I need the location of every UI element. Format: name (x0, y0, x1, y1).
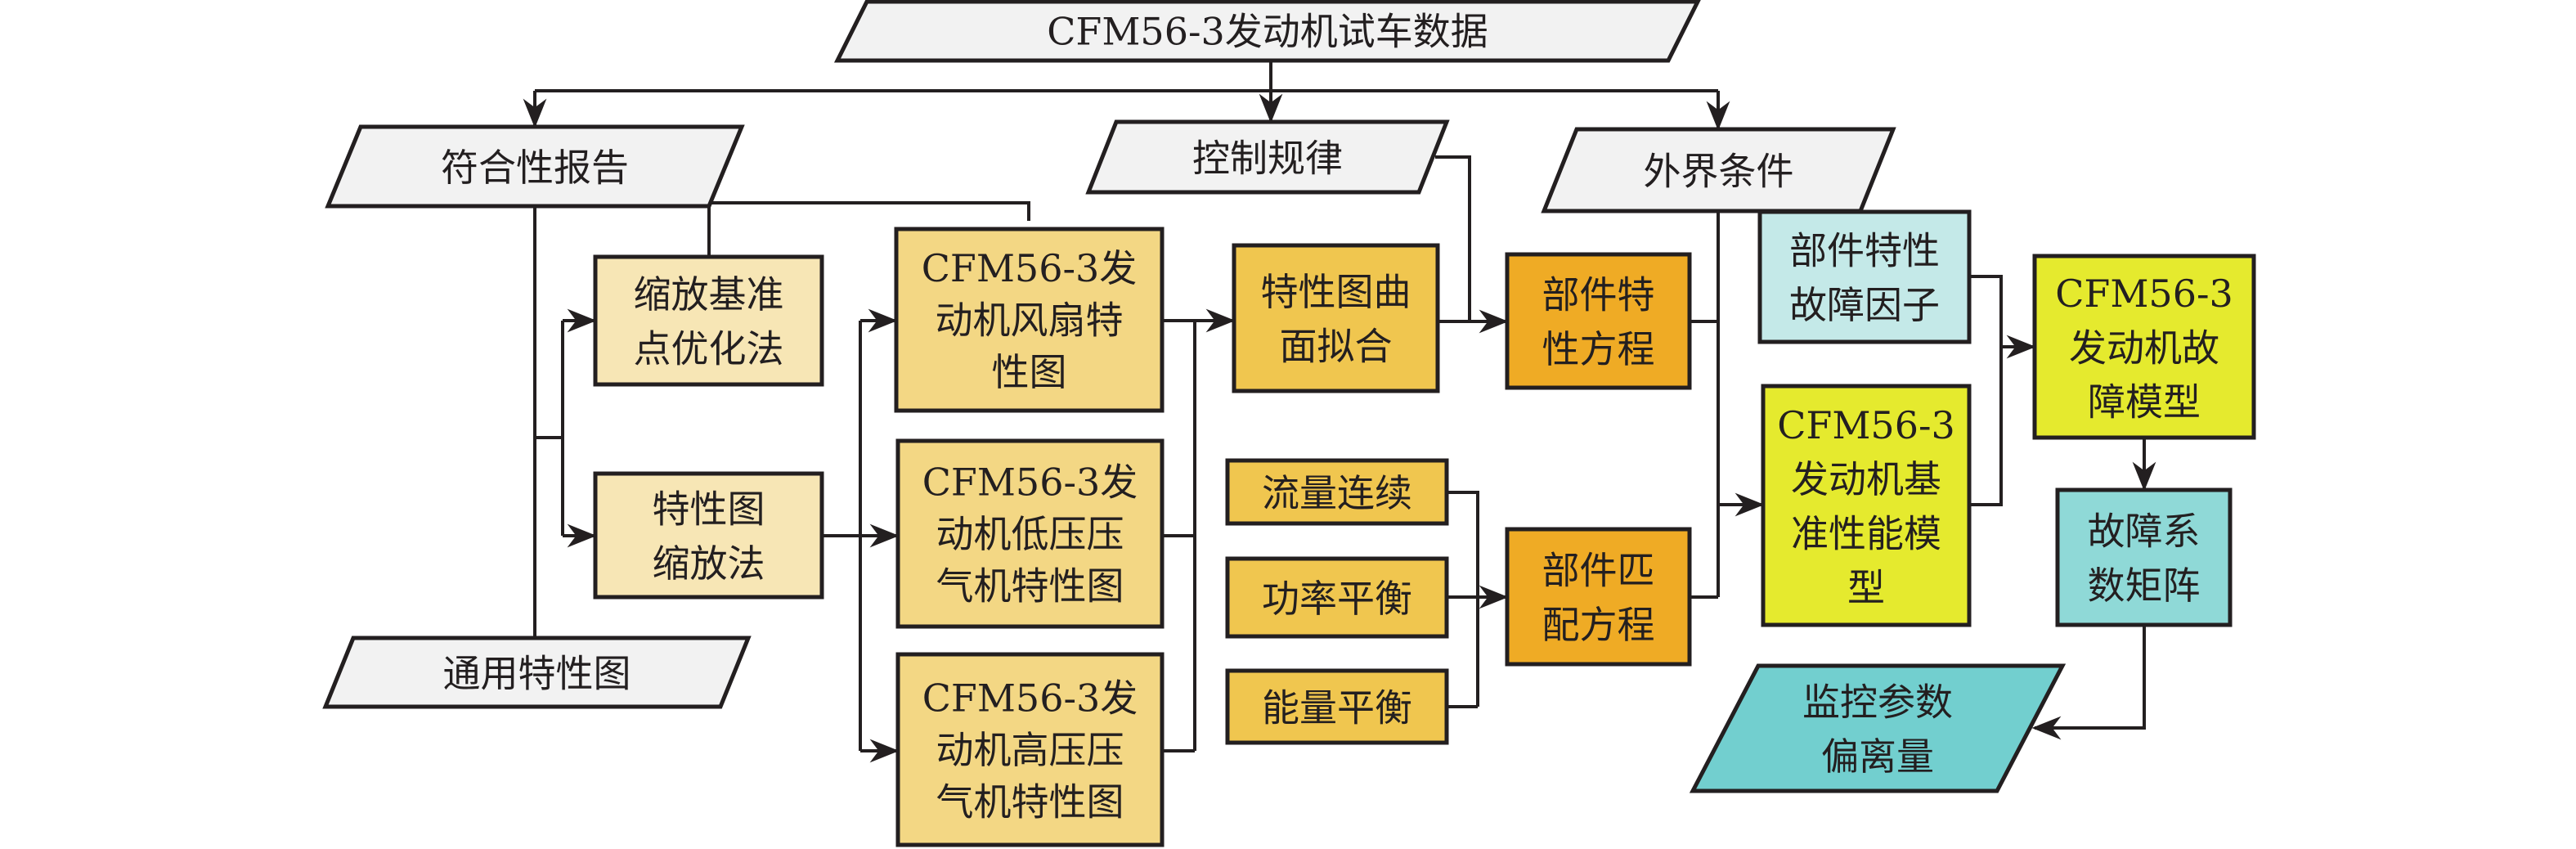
scaling-reference-opt-label-line: 缩放基准 (634, 272, 784, 317)
generic-map-label-line: 通用特性图 (443, 651, 631, 695)
lpc-map-label-line: 动机低压压 (936, 512, 1124, 556)
map-scaling-label-line: 特性图 (653, 487, 765, 532)
surface-fitting-label-line: 面拟合 (1280, 324, 1393, 368)
hpc-map-label-line: CFM56-3发 (922, 676, 1138, 721)
component-char-eq-label-line: 性方程 (1542, 327, 1655, 371)
connector-balances (1447, 491, 1479, 708)
external-conditions-label-line: 外界条件 (1644, 149, 1794, 193)
lpc-map-label-line: CFM56-3发 (922, 460, 1138, 505)
fault-model-shape (2032, 254, 2256, 440)
flow-continuity-shape (1225, 458, 1449, 526)
connector-equations-to-bus (1690, 211, 1720, 599)
fault-factor-label-line: 故障因子 (1789, 283, 1940, 327)
lpc-map-shape (895, 438, 1165, 629)
scaling-reference-opt-label-line: 点优化法 (634, 326, 784, 371)
control-law-shape (1085, 119, 1450, 195)
node-test-data: CFM56-3发动机试车数据 (833, 0, 1701, 63)
param-deviation-shape (1689, 663, 2067, 793)
connector-left-bus (535, 321, 564, 536)
flow-continuity-label-line: 流量连续 (1262, 471, 1412, 515)
map-scaling-label-line: 缩放法 (653, 541, 765, 586)
baseline-model-label-line: 准性能模 (1791, 511, 1941, 555)
baseline-model-label-line: 发动机基 (1791, 457, 1941, 501)
connector-control-law (1435, 155, 1471, 321)
scaling-reference-opt-shape (593, 254, 824, 387)
connector-maps-out (1162, 319, 1196, 752)
fault-model-label-line: 发动机故 (2069, 326, 2219, 370)
param-deviation-label-line: 监控参数 (1802, 681, 1953, 725)
node-conformity-report: 符合性报告 (325, 124, 745, 209)
fault-factor-shape (1757, 209, 1972, 344)
surface-fitting-label-line: 特性图曲 (1261, 270, 1411, 314)
conformity-report-label-line: 符合性报告 (441, 146, 629, 190)
power-balance-shape (1225, 556, 1449, 639)
baseline-model-label-line: 型 (1847, 566, 1885, 610)
baseline-model-label-line: CFM56-3 (1777, 403, 1955, 447)
fault-matrix-shape (2055, 487, 2233, 627)
component-char-eq-label-line: 部件特 (1542, 273, 1655, 317)
control-law-label-line: 控制规律 (1192, 136, 1343, 180)
lpc-map-label-line: 气机特性图 (936, 564, 1124, 609)
connector-map-scaling-out (822, 321, 862, 751)
fault-matrix-label-line: 数矩阵 (2088, 564, 2201, 608)
fan-map-label-line: 性图 (992, 350, 1067, 394)
component-match-eq-label-line: 配方程 (1542, 603, 1655, 647)
fan-map-shape (894, 227, 1165, 413)
surface-fitting-shape (1232, 243, 1440, 393)
energy-balance-label-line: 能量平衡 (1262, 685, 1412, 730)
hpc-map-shape (895, 652, 1165, 847)
fault-matrix-label-line: 故障系 (2088, 510, 2201, 554)
node-generic-map: 通用特性图 (322, 636, 752, 709)
fault-factor-label-line: 部件特性 (1789, 229, 1940, 273)
map-scaling-shape (593, 471, 824, 600)
component-match-eq-shape (1505, 527, 1692, 667)
connectors (523, 61, 2156, 763)
fan-map-label-line: 动机风扇特 (936, 299, 1124, 343)
param-deviation-label-line: 偏离量 (1821, 734, 1934, 779)
node-power-balance: 功率平衡 (1225, 556, 1449, 639)
node-external-conditions: 外界条件 (1541, 127, 1896, 213)
component-char-eq-shape (1505, 252, 1692, 390)
connector-fault-factor (1969, 275, 2003, 506)
hpc-map-label-line: 气机特性图 (936, 780, 1124, 824)
fault-model-label-line: 障模型 (2088, 380, 2201, 424)
node-flow-continuity: 流量连续 (1225, 458, 1449, 526)
fault-model-label-line: CFM56-3 (2055, 272, 2233, 316)
arrow-to-param-deviation (2031, 625, 2146, 740)
generic-map-shape (322, 636, 752, 709)
energy-balance-shape (1225, 668, 1449, 745)
baseline-model-shape (1761, 384, 1972, 627)
node-energy-balance: 能量平衡 (1225, 668, 1449, 745)
nodes: CFM56-3发动机试车数据符合性报告控制规律外界条件缩放基准点优化法特性图缩放… (322, 0, 2256, 847)
component-match-eq-label-line: 部件匹 (1542, 549, 1655, 593)
node-control-law: 控制规律 (1085, 119, 1450, 195)
test-data-label-line: CFM56-3发动机试车数据 (1047, 10, 1488, 54)
connector-scaling-ref-to-fan-top (707, 201, 1030, 257)
conformity-report-shape (325, 124, 745, 209)
hpc-map-label-line: 动机高压压 (936, 728, 1124, 772)
fan-map-label-line: CFM56-3发 (922, 246, 1138, 290)
power-balance-label-line: 功率平衡 (1262, 577, 1412, 621)
test-data-shape (833, 0, 1701, 63)
